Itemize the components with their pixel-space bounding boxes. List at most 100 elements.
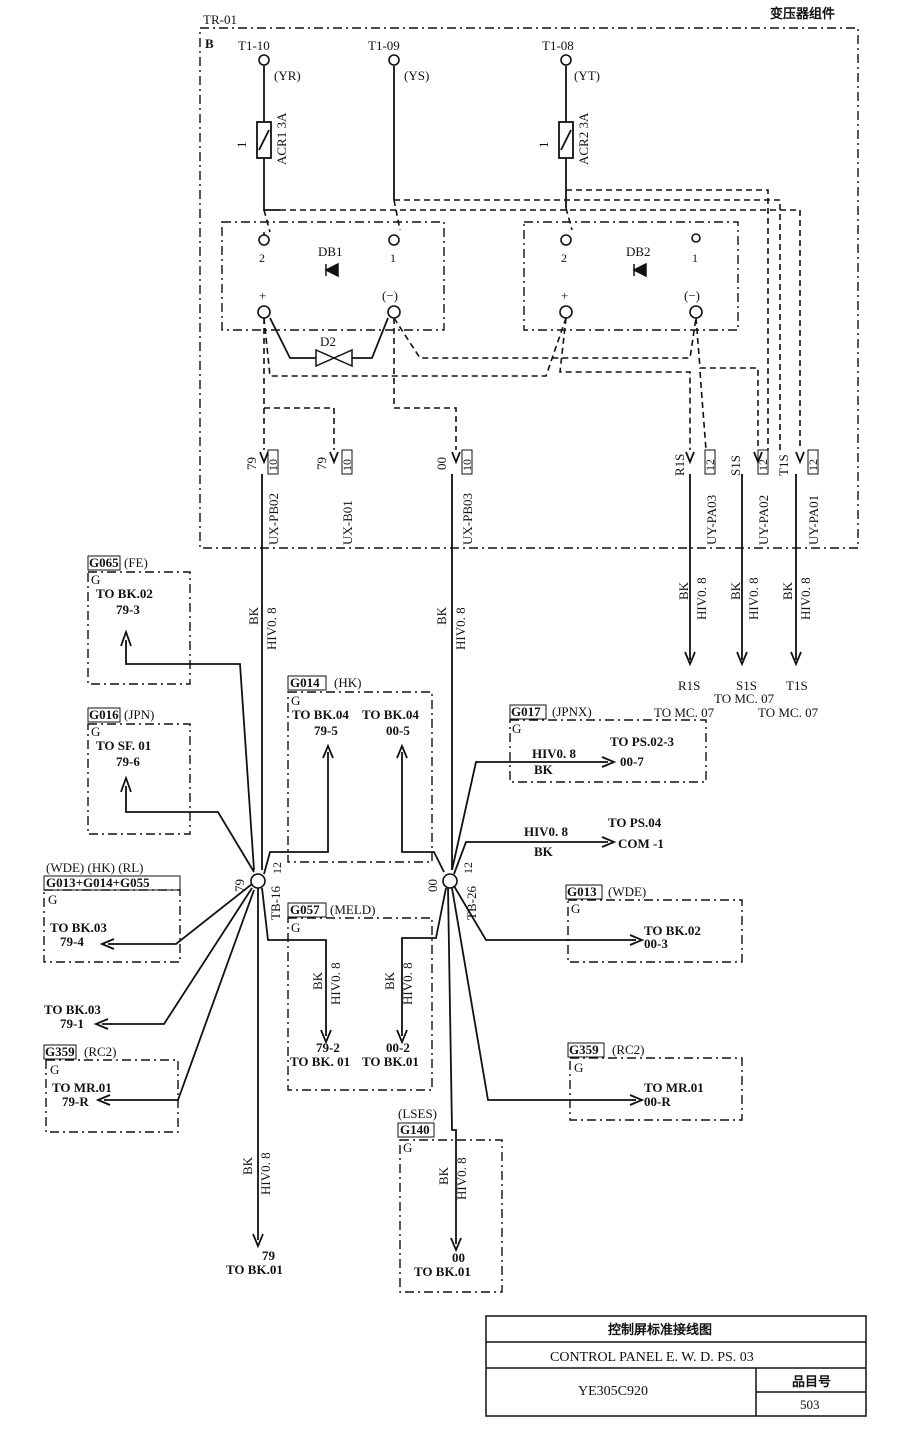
output-wire: S1S: [736, 678, 757, 693]
group-spec: HIV0. 8: [532, 746, 577, 761]
output-dest: TO MC. 07: [714, 691, 775, 706]
pin-terminal: [258, 234, 270, 246]
group-code: G013+G014+G055: [46, 875, 150, 890]
wire-color: BK: [240, 1156, 255, 1175]
pin-label: 2: [561, 251, 567, 265]
transformer-assembly: 变压器组件 TR-01 B: [199, 6, 859, 549]
group-code: G014: [290, 675, 320, 690]
group-g: G: [574, 1060, 583, 1075]
group-code: G359: [569, 1042, 599, 1057]
group-tag: (WDE): [608, 884, 646, 899]
internal-wiring: [263, 189, 801, 450]
fuses: 1 ACR1 3A 1 ACR2 3A: [234, 66, 591, 211]
pin-label: 2: [259, 251, 265, 265]
group-g: G: [50, 1062, 59, 1077]
output-dest: TO MC. 07: [654, 705, 715, 720]
connector-pins: 12: [806, 459, 820, 471]
group-wire-a: 79-2: [316, 1040, 340, 1055]
group-code: G013: [567, 884, 597, 899]
wire-color: BK: [246, 606, 261, 625]
connector-feeds: [263, 318, 707, 451]
wire-type: HIV0. 8: [798, 577, 813, 620]
pin-terminal: [691, 233, 701, 243]
wire-color: BK: [310, 971, 325, 990]
group-wire: 79-R: [62, 1094, 89, 1109]
output-wire: R1S: [678, 678, 700, 693]
fuse-acr2: [558, 121, 574, 159]
group-g: G: [512, 721, 521, 736]
connector-name: UX-PB03: [460, 493, 475, 545]
group-tag: (FE): [124, 555, 148, 570]
rectifier-db1: 2 1 DB1 + (−): [221, 221, 445, 331]
group-g359-left: G359 (RC2) G TO MR.01 79-R: [43, 889, 255, 1133]
group-color: BK: [534, 762, 554, 777]
group-g: G: [403, 1140, 412, 1155]
terminal-id: T1-10: [238, 38, 270, 53]
connector-wire: 79: [244, 457, 259, 470]
terminal-t1-10: [258, 54, 270, 66]
item-number: 503: [800, 1397, 820, 1412]
group-dest: TO BK.01: [414, 1264, 471, 1279]
pin-terminal: [689, 305, 703, 319]
rectifier-name: DB1: [318, 244, 343, 259]
fuse-pin: 1: [536, 142, 551, 149]
group-dest-b: TO BK.01: [362, 1054, 419, 1069]
group-g016: G016 (JPN) G TO SF. 01 79-6: [87, 707, 255, 873]
part-number: YE305C920: [578, 1384, 648, 1399]
pin-terminal: [388, 234, 400, 246]
group-wire-b: 00-5: [386, 723, 410, 738]
group-g057: G057 (MELD) G BK HIV0. 8 BK HIV0. 8 79-2…: [261, 887, 447, 1091]
terminal-t1-09: [388, 54, 400, 66]
connector-name: UY-PA01: [806, 495, 821, 545]
group-g065: G065 (FE) G TO BK.02 79-3: [87, 555, 255, 871]
group-code: G057: [290, 902, 320, 917]
group-g: G: [291, 693, 300, 708]
group-g: G: [91, 724, 100, 739]
output-wire: COM -1: [618, 836, 664, 851]
group-tag: (HK): [334, 675, 361, 690]
plus-label: +: [259, 288, 266, 303]
group-code: G016: [89, 707, 119, 722]
terminal-phase: (YR): [274, 68, 301, 83]
fuse-label: ACR2 3A: [576, 112, 591, 165]
output-dest: TO MC. 07: [758, 705, 819, 720]
assembly-code: TR-01: [203, 12, 237, 27]
wire-color: BK: [676, 581, 691, 600]
group-dest: TO BK.02: [96, 586, 153, 601]
connector-pins: 12: [703, 459, 717, 471]
output-color: BK: [534, 844, 554, 859]
output-dest: TO BK.01: [226, 1262, 283, 1277]
output-bk03: TO BK.03 79-1: [44, 887, 253, 1031]
group-dest-a: TO BK.04: [292, 707, 349, 722]
group-tag: (JPN): [124, 707, 154, 722]
output-ps04: TO PS.04 HIV0. 8 BK COM -1: [453, 815, 664, 875]
diode-icon: [324, 262, 339, 278]
title-block: 控制屏标准接线图 CONTROL PANEL E. W. D. PS. 03 Y…: [485, 1315, 867, 1417]
group-g359-right: G359 (RC2) G TO MR.01 00-R: [451, 887, 743, 1121]
output-wire: 79: [262, 1248, 276, 1263]
wire-color: BK: [780, 581, 795, 600]
pin-terminal: [257, 305, 271, 319]
group-code: G017: [511, 704, 541, 719]
group-wire: 79-3: [116, 602, 140, 617]
group-g: G: [48, 892, 57, 907]
junction-block: TB-26: [464, 886, 479, 920]
wire-type: HIV0. 8: [453, 607, 468, 650]
trunk-00: BK HIV0. 8: [434, 474, 468, 870]
group-dest-b: TO BK.04: [362, 707, 419, 722]
group-dest: TO PS.02-3: [610, 734, 675, 749]
group-wire: 00-3: [644, 936, 668, 951]
group-g: G: [571, 901, 580, 916]
pin-terminal: [560, 234, 572, 246]
group-wire: 00-7: [620, 754, 644, 769]
wire-type: HIV0. 8: [264, 607, 279, 650]
group-g013-combined: (WDE) (HK) (RL) G013+G014+G055 G TO BK.0…: [43, 860, 253, 963]
pin-terminal: [387, 305, 401, 319]
assembly-title: 变压器组件: [770, 6, 835, 21]
connector-name: UX-PB02: [266, 493, 281, 545]
group-wire: 00-R: [644, 1094, 671, 1109]
output-wire: 79-1: [60, 1016, 84, 1031]
connectors: 79 10 UX-PB02 79 10 UX-B01 00 10 UX-PB03…: [244, 449, 821, 545]
group-dest: TO BK.02: [644, 923, 701, 938]
pin-label: 1: [692, 251, 698, 265]
